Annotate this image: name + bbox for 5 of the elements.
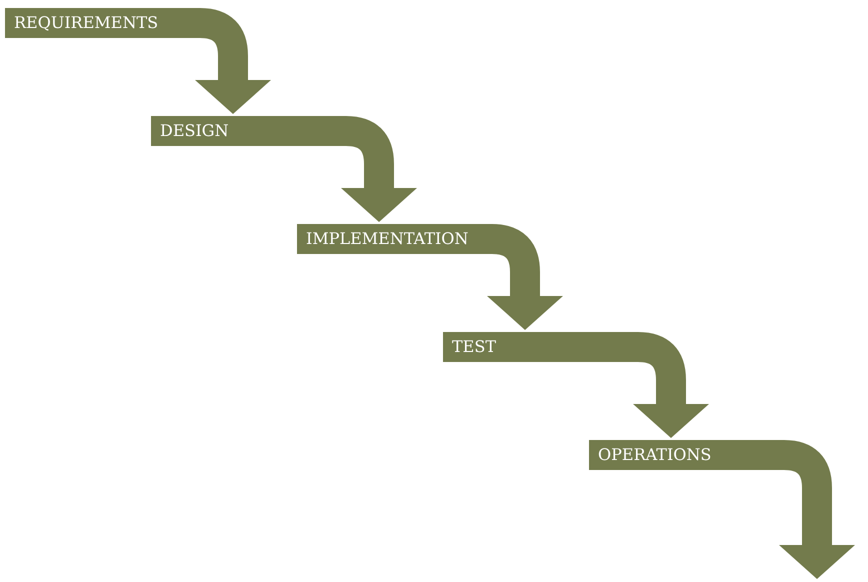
stage-band: OPERATIONS [589,440,774,470]
stage-band: REQUIREMENTS [5,8,190,38]
stage-band: DESIGN [151,116,336,146]
stage-band: IMPLEMENTATION [297,224,482,254]
stage-band: TEST [443,332,628,362]
